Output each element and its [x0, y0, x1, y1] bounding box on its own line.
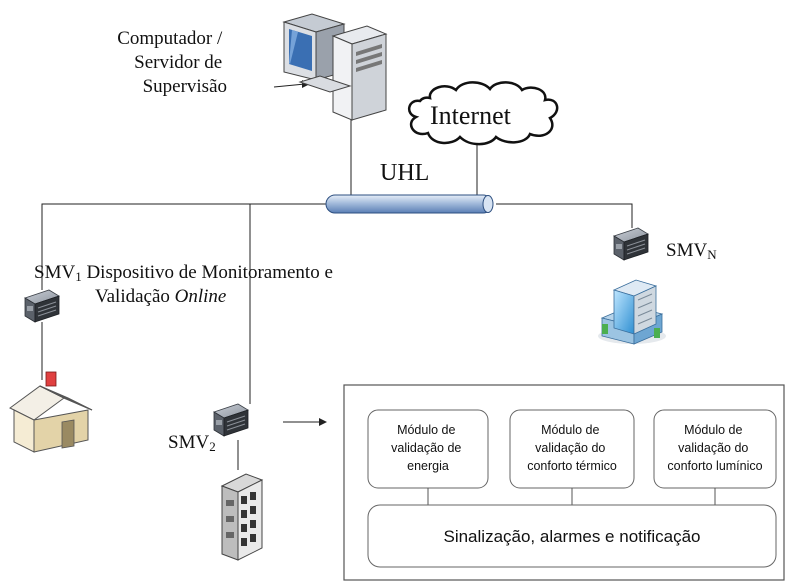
- notification-box: [367, 504, 777, 568]
- building-icon: [598, 279, 666, 345]
- smv2-server-icon: [213, 403, 249, 437]
- server-pointer-arrow: [273, 83, 306, 88]
- cloud-icon: [408, 81, 559, 146]
- module-lighting-text: Módulo de validação do conforto lumínico: [667, 423, 762, 473]
- network-lines: [41, 113, 633, 470]
- module-thermal-text: Módulo de validação do conforto térmico: [527, 423, 617, 473]
- smv1-server-icon: [24, 289, 60, 323]
- smv2-label: SMV2: [168, 432, 216, 454]
- smv1-label: SMV1 Dispositivo de Monitoramento e: [34, 262, 333, 284]
- smvn-label: SMVN: [666, 240, 717, 262]
- module-energy-text: Módulo de validação de energia: [391, 423, 465, 473]
- modules-panel: Módulo de validação de energia Módulo de…: [343, 384, 785, 581]
- uhl-label: UHL: [380, 160, 429, 186]
- notification-text: Sinalização, alarmes e notificação: [443, 527, 700, 546]
- smvn-server-icon: [613, 227, 649, 261]
- uhl-bus: [325, 194, 494, 214]
- smv1-description: Validação Online: [95, 286, 226, 307]
- supervision-server-label: Computador / Servidor de Supervisão: [117, 28, 227, 97]
- computer-icon: [282, 13, 388, 121]
- house-icon: [9, 371, 93, 453]
- office-building-icon: [220, 473, 264, 561]
- internet-label: Internet: [430, 101, 512, 130]
